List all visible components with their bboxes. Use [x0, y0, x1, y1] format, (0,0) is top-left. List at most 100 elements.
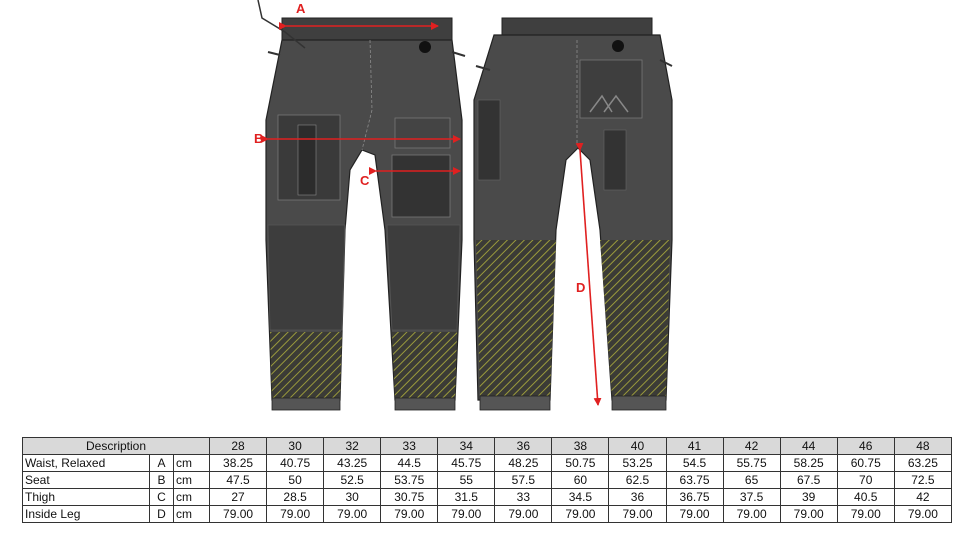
measurement-value: 53.25	[608, 454, 667, 472]
measurement-value: 48.25	[494, 454, 553, 472]
measurement-value: 34.5	[551, 488, 610, 506]
measurement-value: 60	[551, 471, 610, 489]
back-side-toggle-left	[475, 65, 491, 71]
brand-logo-icon	[589, 94, 629, 113]
size-header-cell: 46	[836, 437, 895, 455]
measurement-value: 50	[266, 471, 325, 489]
size-header-cell: 33	[380, 437, 439, 455]
front-left-hem	[271, 397, 341, 411]
back-button	[612, 40, 624, 52]
measurement-value: 79.00	[266, 505, 325, 523]
measurement-value: 79.00	[551, 505, 610, 523]
description-header: Description	[21, 437, 211, 455]
measurement-code: B	[149, 471, 174, 489]
measurement-value: 30	[323, 488, 382, 506]
label-d: D	[576, 280, 585, 295]
size-header-cell: 48	[893, 437, 953, 455]
measurement-value: 62.5	[608, 471, 667, 489]
label-c: C	[360, 173, 370, 188]
measurement-value: 79.00	[608, 505, 667, 523]
measurement-value: 36	[608, 488, 667, 506]
front-right-hem	[394, 397, 456, 411]
size-header-cell: 30	[266, 437, 325, 455]
measurement-value: 42	[893, 488, 953, 506]
measurement-value: 79.00	[779, 505, 838, 523]
measurement-value: 79.00	[323, 505, 382, 523]
size-header-cell: 38	[551, 437, 610, 455]
measurement-value: 53.75	[380, 471, 439, 489]
measurement-value: 79.00	[209, 505, 268, 523]
back-side-toggle-right	[659, 59, 673, 67]
measurement-value: 54.5	[665, 454, 724, 472]
measurement-value: 47.5	[209, 471, 268, 489]
front-right-hem-panel	[392, 332, 457, 400]
front-side-toggle-right	[451, 51, 466, 57]
measurement-value: 55	[437, 471, 496, 489]
measurement-value: 65	[722, 471, 781, 489]
measurement-value: 40.5	[836, 488, 895, 506]
size-header-cell: 28	[209, 437, 268, 455]
size-header-cell: 36	[494, 437, 553, 455]
measurement-value: 70	[836, 471, 895, 489]
front-button	[419, 41, 431, 53]
back-pocket	[579, 59, 643, 119]
measurement-value: 79.00	[893, 505, 953, 523]
size-header-cell: 34	[437, 437, 496, 455]
measurement-code: D	[149, 505, 174, 523]
measurement-value: 36.75	[665, 488, 724, 506]
measurement-value: 79.00	[665, 505, 724, 523]
back-left-lower-panel	[476, 240, 556, 398]
back-right-hem	[611, 395, 667, 411]
size-header-cell: 32	[323, 437, 382, 455]
measurement-value: 45.75	[437, 454, 496, 472]
measurement-unit: cm	[172, 505, 211, 523]
front-left-hem-panel	[270, 332, 342, 400]
measurement-value: 58.25	[779, 454, 838, 472]
measurement-value: 79.00	[494, 505, 553, 523]
back-trouser-drawing: D	[473, 17, 673, 411]
size-header-cell: 44	[779, 437, 838, 455]
measurement-value: 28.5	[266, 488, 325, 506]
measurement-value: 79.00	[380, 505, 439, 523]
size-header-cell: 42	[722, 437, 781, 455]
front-zip-pocket	[297, 124, 317, 196]
measurement-unit: cm	[172, 454, 211, 472]
measurement-value: 27	[209, 488, 268, 506]
measurement-value: 37.5	[722, 488, 781, 506]
measurement-value: 63.75	[665, 471, 724, 489]
measurement-value: 43.25	[323, 454, 382, 472]
back-right-side-panel	[603, 129, 627, 191]
front-flap-pocket	[394, 117, 451, 149]
front-mesh-pocket	[391, 154, 451, 218]
front-trouser-drawing: A B C	[254, 0, 466, 411]
measurement-value: 40.75	[266, 454, 325, 472]
measurement-label: Waist, Relaxed	[22, 454, 150, 472]
size-header-cell: 40	[608, 437, 667, 455]
measurement-label: Inside Leg	[22, 505, 150, 523]
measurement-value: 31.5	[437, 488, 496, 506]
measurement-unit: cm	[172, 471, 211, 489]
back-left-side-panel	[477, 99, 501, 181]
front-left-knee	[267, 224, 346, 331]
measurement-value: 50.75	[551, 454, 610, 472]
measurement-value: 33	[494, 488, 553, 506]
measurement-value: 72.5	[893, 471, 953, 489]
arrow-d	[575, 142, 602, 406]
front-side-toggle-left	[267, 51, 281, 56]
measurement-value: 79.00	[722, 505, 781, 523]
measurement-value: 79.00	[836, 505, 895, 523]
measurement-value: 60.75	[836, 454, 895, 472]
measurement-value: 57.5	[494, 471, 553, 489]
size-header-cell: 41	[665, 437, 724, 455]
measurement-code: A	[149, 454, 174, 472]
label-a: A	[296, 1, 306, 16]
measurement-value: 39	[779, 488, 838, 506]
back-right-lower-panel	[600, 240, 670, 398]
